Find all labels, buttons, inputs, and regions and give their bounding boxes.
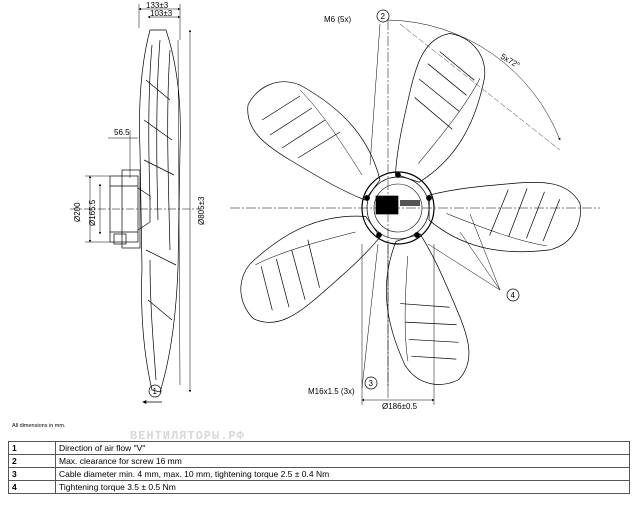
watermark: ВЕНТИЛЯТОРЫ.РФ bbox=[130, 429, 245, 443]
label-thread: M16x1.5 (3x) bbox=[308, 387, 355, 396]
side-view-labels: 133±3 103±3 56.5 Ø200 Ø165.5 Ø805±3 1 bbox=[73, 1, 206, 396]
label-angle: 5x72° bbox=[499, 52, 521, 70]
callout-airflow-number: 1 bbox=[153, 387, 158, 396]
callout-blade-number: 4 bbox=[511, 291, 516, 300]
legend-number: 3 bbox=[8, 467, 56, 481]
legend-row: 3 Cable diameter min. 4 mm, max. 10 mm, … bbox=[8, 467, 630, 481]
legend-text: Cable diameter min. 4 mm, max. 10 mm, ti… bbox=[55, 467, 630, 481]
front-view-labels: M6 (5x) 2 5x72° 4 M16x1.5 (3x) 3 Ø186±0.… bbox=[308, 12, 521, 411]
dim-shaft-200: Ø200 bbox=[73, 202, 82, 222]
legend-row: 2 Max. clearance for screw 16 mm bbox=[8, 454, 630, 468]
technical-drawing: 133±3 103±3 56.5 Ø200 Ø165.5 Ø805±3 1 bbox=[70, 1, 600, 411]
dim-hub-diameter: Ø186±0.5 bbox=[382, 402, 418, 411]
dim-shaft-165: Ø165.5 bbox=[88, 199, 97, 226]
units-note: All dimensions in mm. bbox=[12, 423, 66, 429]
legend-table: 1 Direction of air flow "V" 2 Max. clear… bbox=[8, 441, 630, 494]
legend-text: Direction of air flow "V" bbox=[55, 441, 630, 455]
legend-row: 1 Direction of air flow "V" bbox=[8, 441, 630, 455]
fan-blades bbox=[240, 33, 581, 385]
side-view bbox=[70, 4, 200, 404]
callout-screw-number: 2 bbox=[381, 12, 386, 21]
front-view bbox=[230, 9, 600, 405]
motor-hub bbox=[361, 171, 435, 245]
callout-cable-number: 3 bbox=[369, 379, 374, 388]
legend-row: 4 Tightening torque 3.5 ± 0.5 Nm bbox=[8, 480, 630, 494]
dim-outer-diameter: Ø805±3 bbox=[197, 196, 206, 225]
legend-text: Tightening torque 3.5 ± 0.5 Nm bbox=[55, 480, 630, 494]
dim-offset: 56.5 bbox=[114, 128, 130, 137]
dim-depth: 103±3 bbox=[150, 9, 173, 18]
legend-number: 4 bbox=[8, 480, 56, 494]
label-screw: M6 (5x) bbox=[324, 15, 351, 24]
legend-number: 1 bbox=[8, 441, 56, 455]
legend-text: Max. clearance for screw 16 mm bbox=[55, 454, 630, 468]
legend-number: 2 bbox=[8, 454, 56, 468]
dim-total-depth: 133±3 bbox=[146, 1, 169, 10]
